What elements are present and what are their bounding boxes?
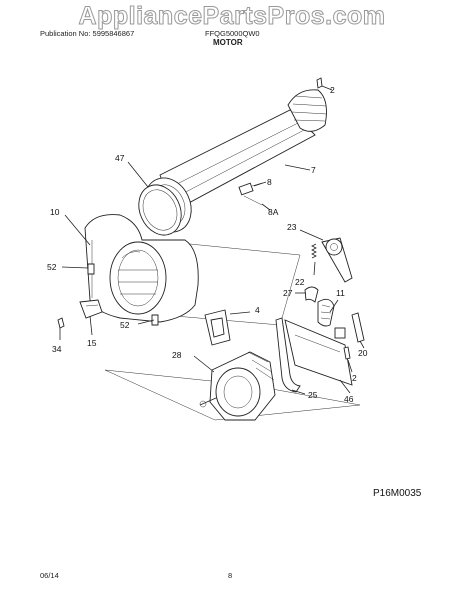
leader-lines [59,85,365,395]
callout-10: 10 [50,207,60,217]
callout-11: 11 [336,288,345,298]
callout-15: 15 [87,338,97,348]
part-46-mount-plate [284,319,353,386]
callout-25: 25 [308,390,318,400]
part-20-bolt [334,312,365,343]
part-25-strap [275,317,301,393]
callout-34: 34 [52,344,62,354]
callout-2-top: 2 [330,85,335,95]
callout-4: 4 [255,305,260,315]
part-23-idler [321,237,353,283]
watermark: AppliancePartsPros.com [78,2,386,31]
callout-8a: 8A [268,207,279,217]
part-34-screw [57,317,65,329]
assembly-plane [104,239,361,421]
page-number: 8 [228,571,233,580]
model-number: FFQG5000QW0 [205,29,260,38]
callout-23: 23 [287,222,297,232]
callout-8: 8 [267,177,272,187]
callout-52-top: 52 [47,262,57,272]
figure-code: P16M0035 [373,488,422,499]
callout-46: 46 [344,394,354,404]
publication-number: Publication No: 5995846867 [40,29,135,38]
part-2-screw-lower [343,346,351,360]
part-15-switch [79,299,103,319]
part-28-drive-motor [199,351,276,421]
part-47-seal [138,184,182,236]
part-8-thermostat [238,182,263,206]
part-4-bracket [204,309,231,346]
callout-20: 20 [358,348,368,358]
callout-28: 28 [172,350,182,360]
section-title: MOTOR [213,38,243,47]
part-22-spring [311,243,317,259]
callout-2-bottom: 2 [352,373,357,383]
part-27-clip [304,286,319,303]
part-11-tensioner [317,298,335,327]
part-52-screws [87,263,159,326]
footer-date: 06/14 [40,571,59,580]
callout-7: 7 [311,165,316,175]
callout-27: 27 [283,288,293,298]
callout-52-bottom: 52 [120,320,130,330]
part-10-blower-housing [84,214,199,323]
callout-47: 47 [115,153,125,163]
callout-22: 22 [295,277,305,287]
part-2-screw-top [316,77,323,89]
